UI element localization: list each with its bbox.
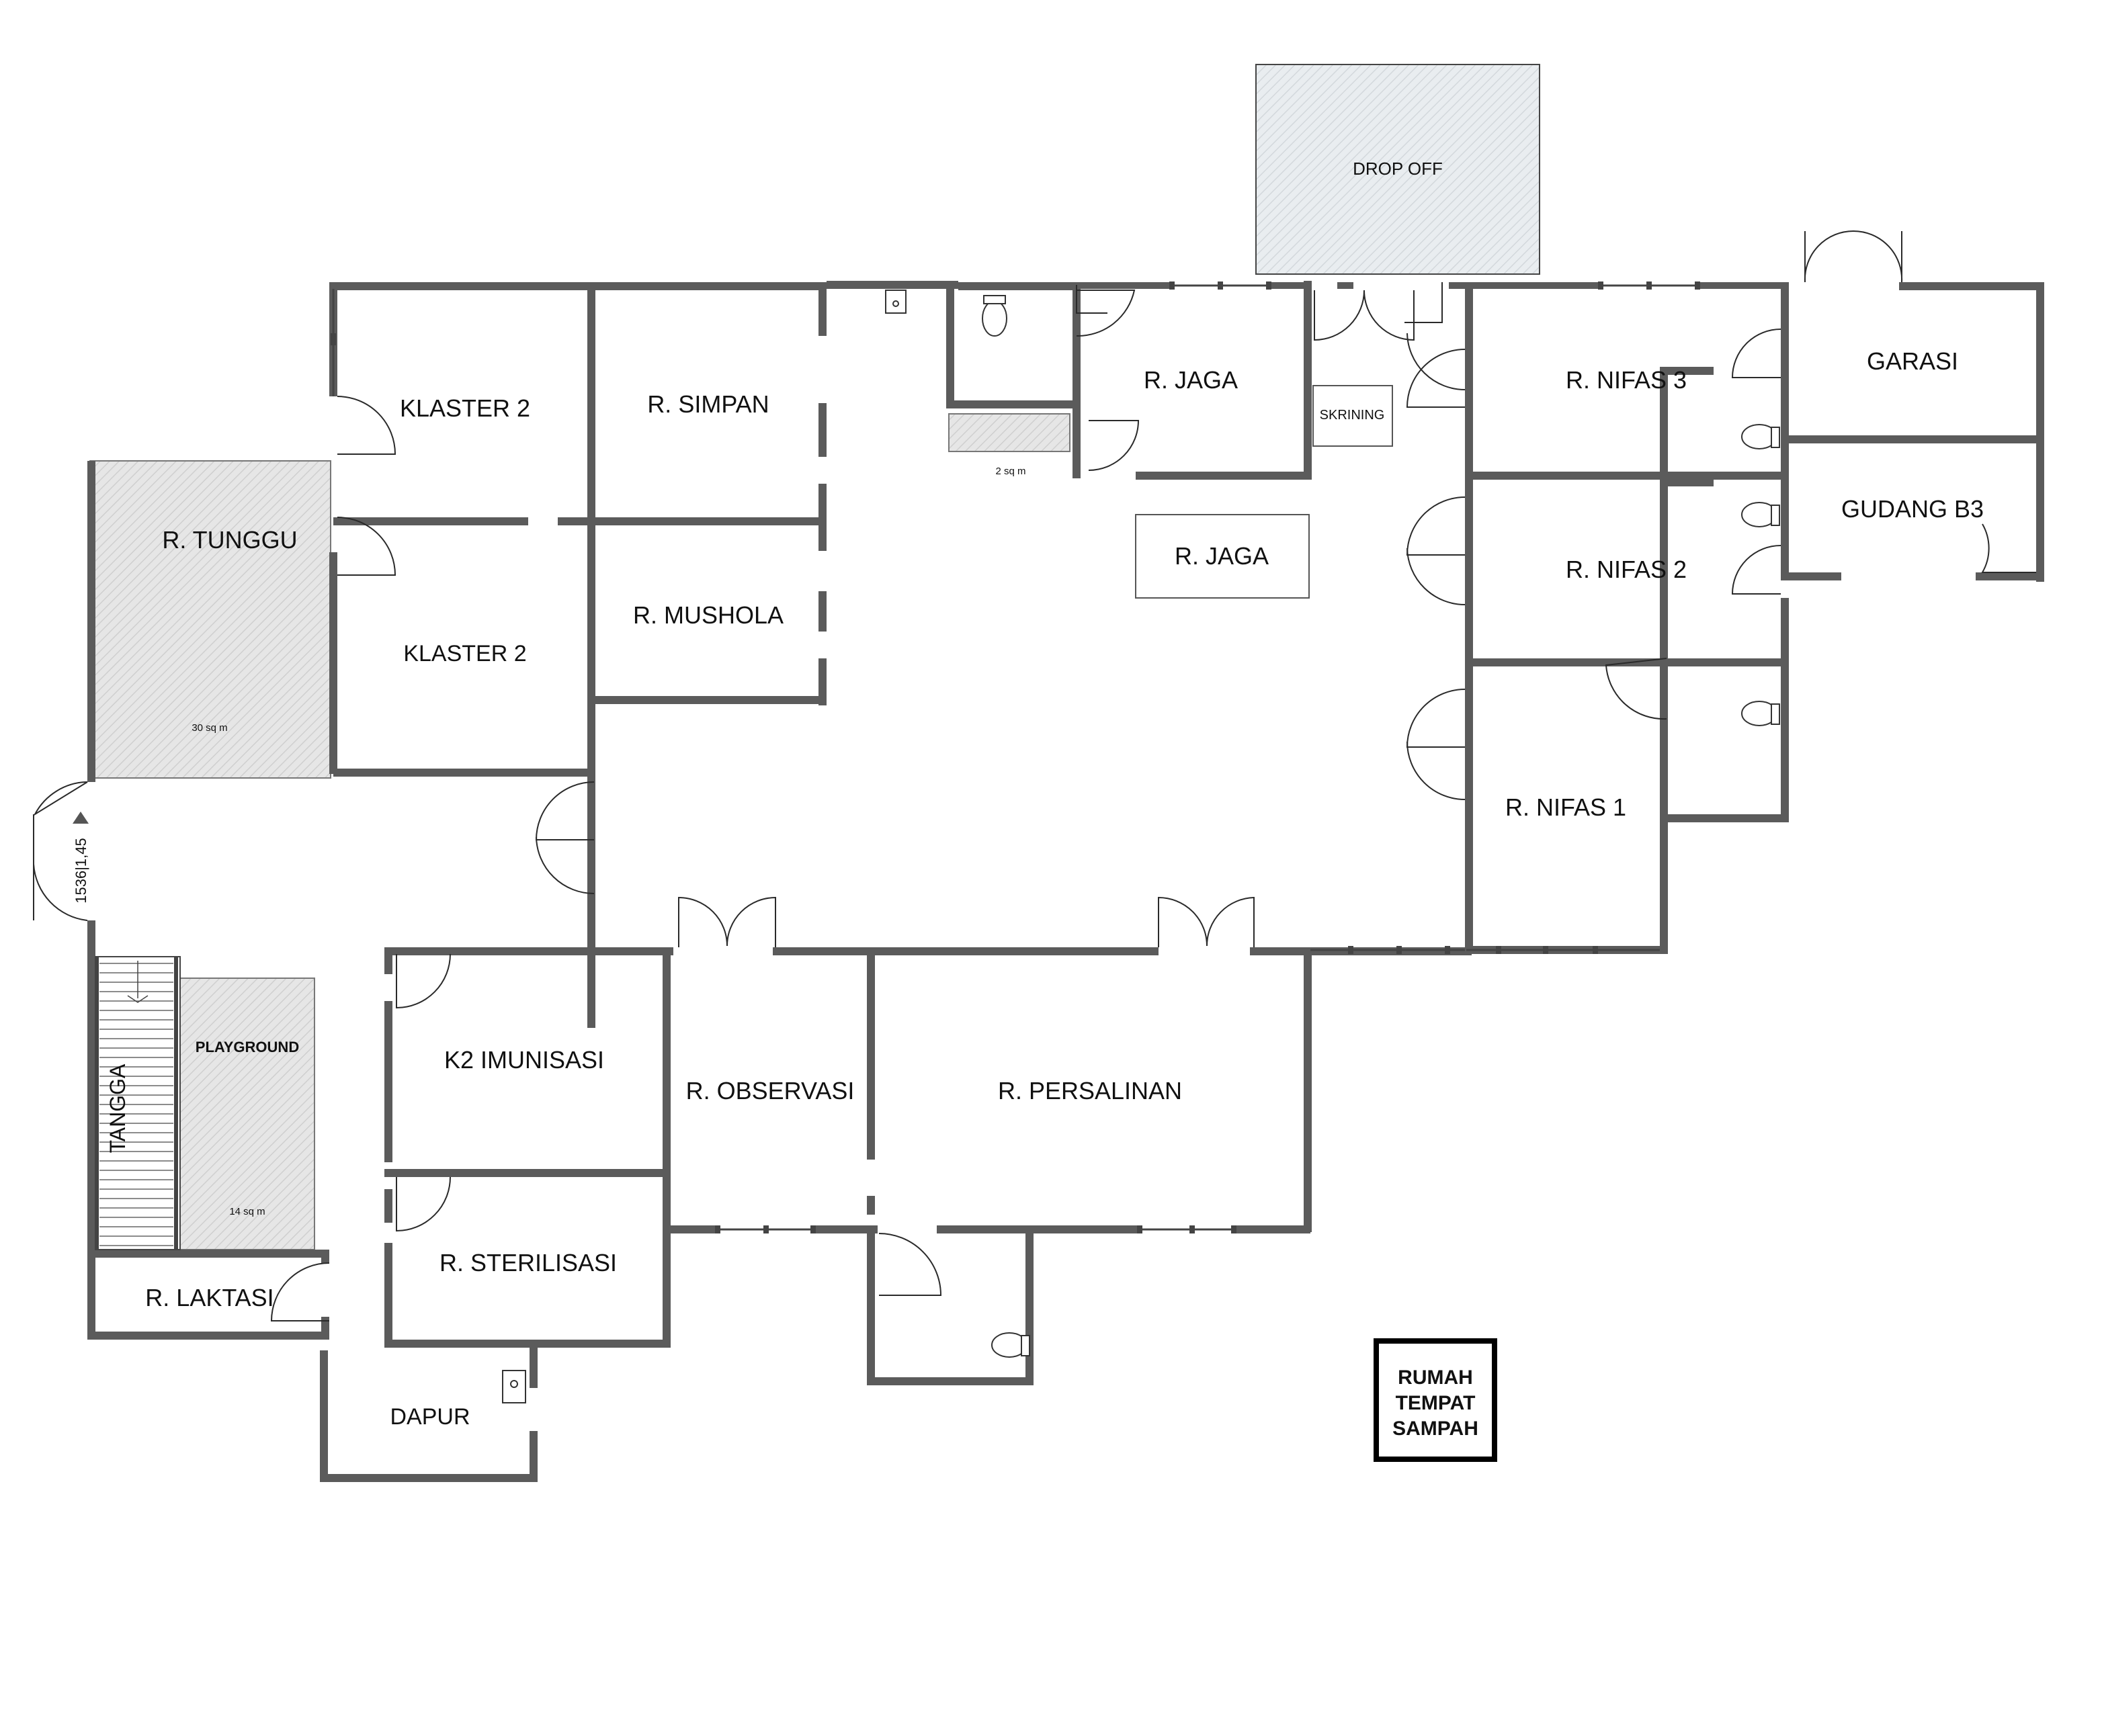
label-gudang-b3: GUDANG B3 (1841, 495, 1984, 523)
dimension-marker (73, 812, 89, 824)
label-rumah-tempat-sampah-1: RUMAH (1398, 1366, 1473, 1389)
toilet-fixtures (982, 295, 1780, 1358)
label-rumah-tempat-sampah-2: TEMPAT (1396, 1392, 1476, 1414)
label-r-nifas-1: R. NIFAS 1 (1505, 793, 1626, 821)
r-tunggu-area (89, 460, 331, 779)
label-r-sterilisasi: R. STERILISASI (439, 1249, 617, 1276)
label-klaster-2-bottom: KLASTER 2 (403, 641, 526, 666)
label-skrining: SKRINING (1320, 408, 1385, 423)
label-area-r-tunggu: 30 sq m (192, 722, 227, 734)
room-labels: DROP OFF KLASTER 2 R. SIMPAN R. JAGA SKR… (73, 159, 1984, 1440)
label-rumah-tempat-sampah-3: SAMPAH (1392, 1418, 1478, 1440)
sink-fixtures (502, 290, 907, 1403)
skrining-box (1312, 385, 1393, 447)
label-r-observasi: R. OBSERVASI (686, 1077, 855, 1104)
label-r-laktasi: R. LAKTASI (145, 1284, 274, 1311)
label-klaster-2-top: KLASTER 2 (400, 394, 530, 422)
label-r-jaga-top: R. JAGA (1144, 366, 1238, 394)
label-garasi: GARASI (1867, 347, 1958, 375)
window-posts (331, 281, 1700, 1233)
r-jaga-center-box (1135, 514, 1310, 599)
label-area-wc-small: 2 sq m (995, 466, 1025, 477)
walls (87, 281, 2044, 1482)
tangga-stairs (95, 956, 181, 1250)
label-r-tunggu: R. TUNGGU (162, 526, 297, 554)
wc-small-area (948, 413, 1070, 452)
label-tangga: TANGGA (106, 1064, 130, 1153)
label-r-persalinan: R. PERSALINAN (998, 1077, 1182, 1104)
doors (33, 230, 2036, 1321)
label-k2-imunisasi: K2 IMUNISASI (444, 1046, 604, 1074)
label-area-playground: 14 sq m (229, 1206, 265, 1217)
rumah-tempat-sampah-box (1374, 1338, 1497, 1462)
label-r-nifas-2: R. NIFAS 2 (1566, 556, 1687, 583)
playground-area (179, 978, 315, 1250)
label-r-simpan: R. SIMPAN (647, 390, 769, 418)
label-drop-off: DROP OFF (1353, 159, 1443, 179)
label-dapur: DAPUR (390, 1404, 470, 1430)
label-r-mushola: R. MUSHOLA (633, 601, 784, 629)
label-r-nifas-3: R. NIFAS 3 (1566, 366, 1687, 394)
label-r-jaga-center: R. JAGA (1175, 542, 1269, 570)
drop-off-area (1255, 64, 1540, 275)
label-dimension: 1536|1,45 (73, 838, 89, 903)
label-playground: PLAYGROUND (196, 1039, 299, 1055)
